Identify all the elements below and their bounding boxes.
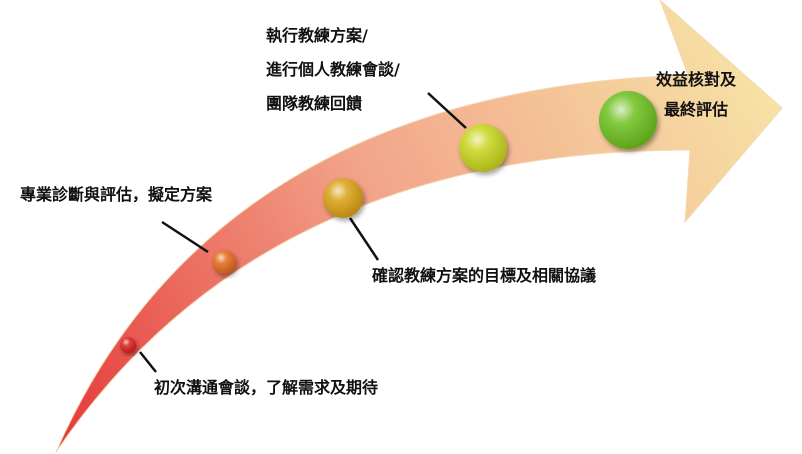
stage-5-label: 效益核對及 最終評估 [656, 70, 736, 130]
stage-5-line-2: 最終評估 [664, 100, 729, 119]
leader-line-stage-4 [427, 92, 467, 129]
leader-line-stage-2 [161, 220, 209, 254]
stage-3-label: 確認教練方案的目標及相關協議 [372, 266, 596, 286]
stage-4-line-3: 團隊教練回饋 [266, 94, 363, 113]
milestone-stage-2 [212, 250, 236, 274]
stage-4-label: 執行教練方案/ 進行個人教練會談/ 團隊教練回饋 [266, 26, 400, 128]
stage-4-line-2: 進行個人教練會談/ [266, 60, 400, 79]
stage-2-line-1: 專業診斷與評估，擬定方案 [20, 185, 213, 204]
stage-4-line-1: 執行教練方案/ [266, 26, 368, 45]
stage-1-label: 初次溝通會談，了解需求及期待 [154, 378, 378, 398]
stage-2-label: 專業診斷與評估，擬定方案 [20, 185, 212, 205]
stage-1-line-1: 初次溝通會談，了解需求及期待 [154, 378, 379, 397]
milestone-stage-4 [459, 124, 507, 172]
milestone-stage-5 [599, 91, 657, 149]
leader-line-stage-3 [348, 217, 380, 261]
milestone-stage-3 [323, 178, 363, 218]
stage-3-line-1: 確認教練方案的目標及相關協議 [372, 266, 597, 285]
stage-5-line-1: 效益核對及 [656, 70, 737, 89]
leader-line-stage-1 [139, 351, 157, 373]
milestone-stage-1 [120, 337, 136, 353]
